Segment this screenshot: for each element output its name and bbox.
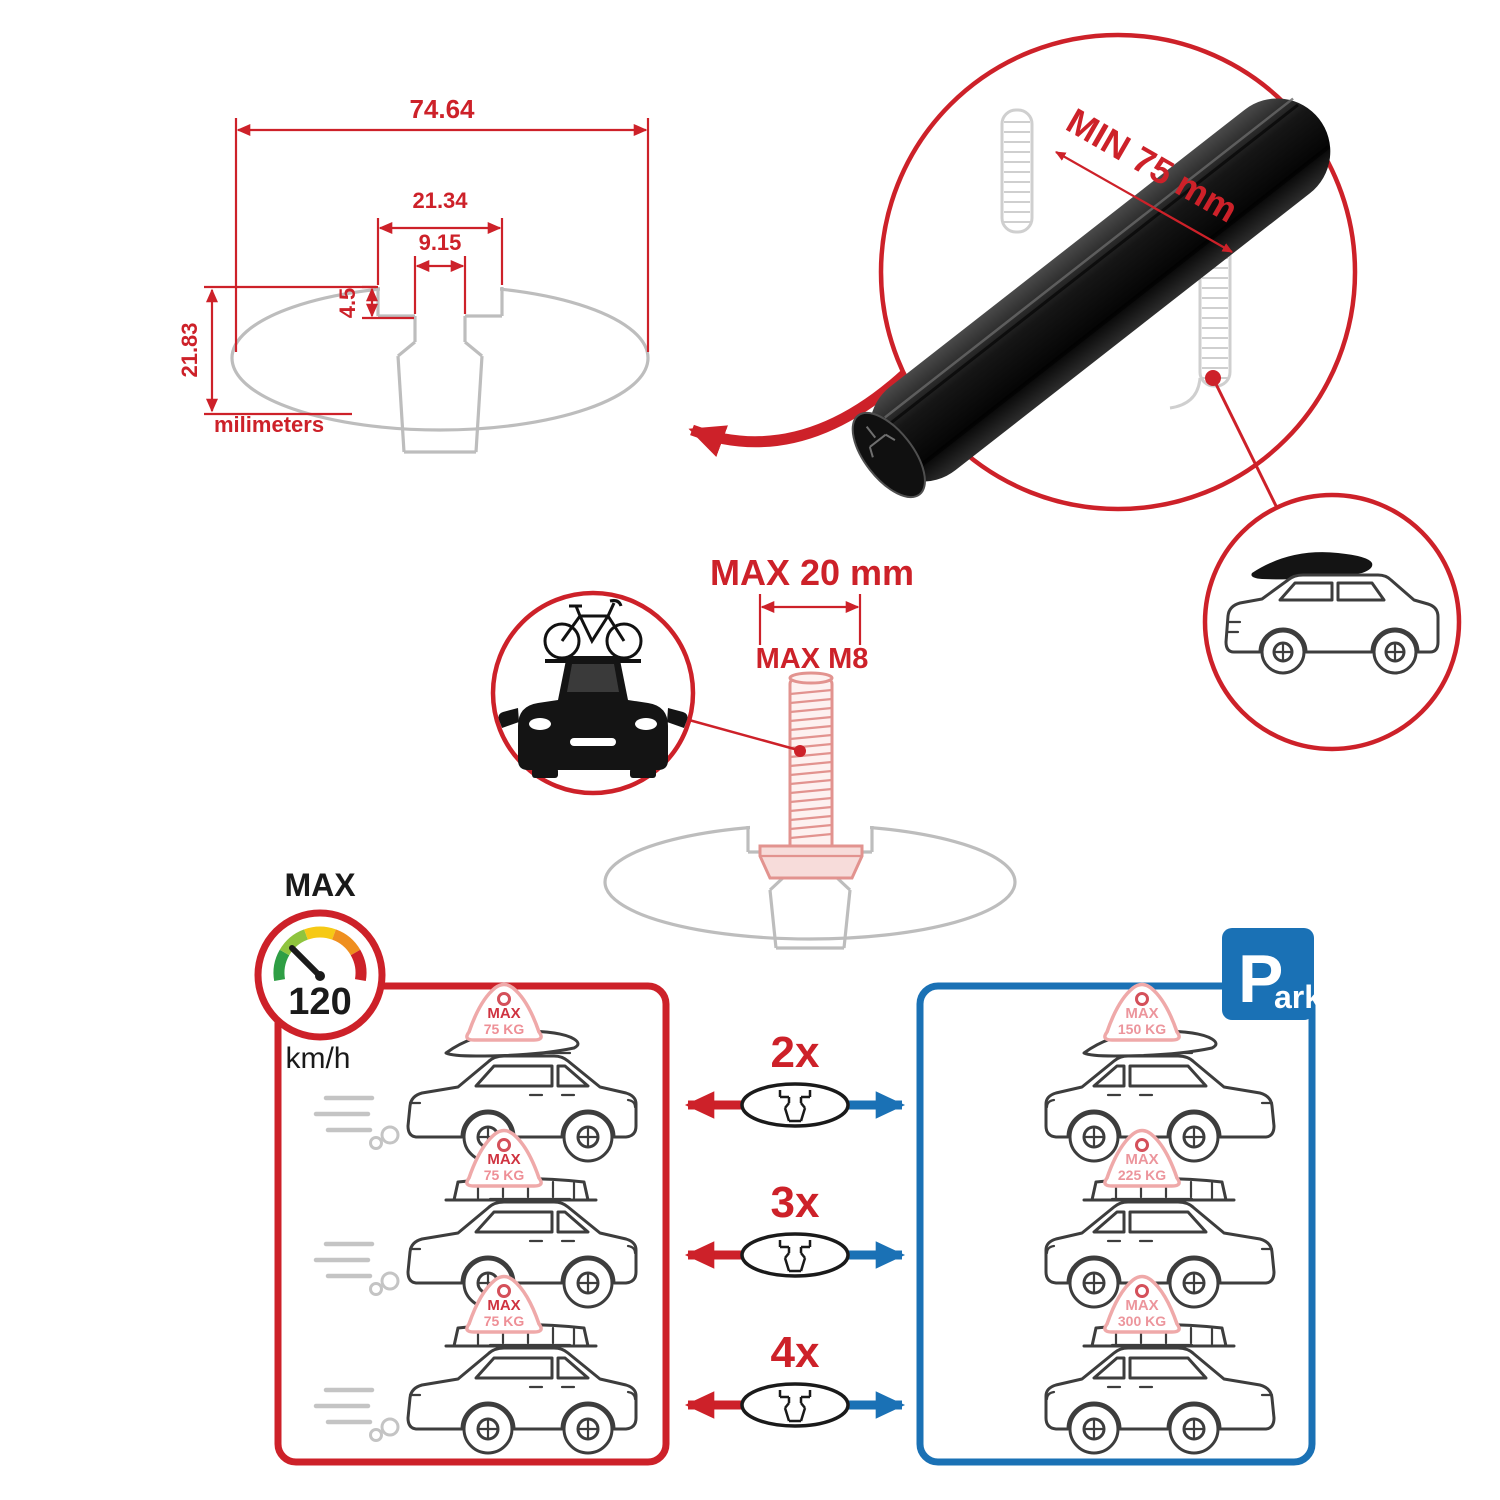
speed-title: MAX: [284, 867, 356, 903]
load-badge: MAX 150 KG: [1103, 982, 1181, 1042]
badge-max: MAX: [487, 1151, 520, 1168]
bolt-threads: [789, 688, 833, 840]
crossbar-count-row-1: 2x: [684, 1028, 906, 1128]
crossbar-count-row-3: 4x: [684, 1328, 906, 1428]
speedometer-needle: [289, 945, 323, 979]
bolt-detail: MAX 20 mm MAX M8: [603, 552, 1017, 950]
badge-weight: 300 KG: [1118, 1313, 1166, 1329]
load-badge: MAX 225 KG: [1103, 1128, 1181, 1188]
badge-weight: 75 KG: [484, 1167, 525, 1183]
badge-weight: 225 KG: [1118, 1167, 1166, 1183]
multiplier-label: 3x: [771, 1178, 820, 1227]
car-left-row-1: MAX 75 KG: [313, 982, 638, 1163]
dim-slot-inner: 9.15: [419, 230, 462, 255]
load-badge: MAX 75 KG: [465, 982, 543, 1042]
bolt-top: [788, 671, 834, 685]
bike-icon: [543, 599, 643, 660]
badge-max: MAX: [487, 1297, 520, 1314]
dim-total-width: 74.64: [409, 94, 475, 124]
badge-weight: 75 KG: [484, 1021, 525, 1037]
min-span-arrow: [1055, 151, 1233, 253]
dim-lip-depth: 4.5: [335, 288, 360, 319]
crossbar-count-row-2: 3x: [684, 1178, 906, 1278]
badge-max: MAX: [1125, 1151, 1158, 1168]
mounting-strap: [1000, 108, 1232, 410]
car-right-row-2: MAX 225 KG: [1044, 1128, 1276, 1309]
badge-max: MAX: [1125, 1005, 1158, 1022]
crossbar-icon: [740, 1382, 850, 1428]
speed-value: 120: [288, 981, 351, 1023]
bolt-thread-label: MAX M8: [756, 643, 869, 675]
speed-limit-badge: MAX 120 km/h: [254, 867, 386, 1075]
dim-height: 21.83: [177, 322, 202, 377]
multiplier-label: 4x: [771, 1328, 820, 1377]
leader-line-bolt: [688, 718, 799, 752]
multiplier-label: 2x: [771, 1028, 820, 1077]
badge-max: MAX: [1125, 1297, 1158, 1314]
callout-dot-bolt: [794, 745, 806, 757]
roof-box: [1251, 552, 1373, 580]
load-badge: MAX 300 KG: [1103, 1274, 1181, 1334]
crossbar-icon: [740, 1082, 850, 1128]
bolt-t-head: [758, 844, 864, 880]
car-right-row-1: MAX 150 KG: [1044, 982, 1276, 1163]
badge-max: MAX: [487, 1005, 520, 1022]
crossbar-detail-circle: MIN 75 mm: [851, 32, 1358, 512]
technical-drawing: 74.64 21.34 9.15 4.5 21.83 milimeters: [177, 94, 650, 454]
car-front-bike-circle: [490, 590, 696, 796]
speed-unit: km/h: [285, 1042, 350, 1075]
badge-weight: 75 KG: [484, 1313, 525, 1329]
leader-line-suv: [1211, 377, 1280, 511]
pointer-arrow: [688, 369, 909, 457]
unit-label: milimeters: [214, 412, 324, 437]
speedometer-gauge: [273, 926, 367, 982]
badge-weight: 150 KG: [1118, 1021, 1166, 1037]
car-left-row-3: MAX 75 KG: [313, 1274, 638, 1455]
park-sign: P ark: [1222, 928, 1322, 1020]
bolt-width-label: MAX 20 mm: [710, 552, 914, 593]
crossbar-icon: [740, 1232, 850, 1278]
load-badge: MAX 75 KG: [465, 1274, 543, 1334]
suv-roofbox-circle: [1202, 492, 1462, 752]
load-badge: MAX 75 KG: [465, 1128, 543, 1188]
park-letter: P: [1238, 941, 1283, 1017]
car-front-icon: [498, 656, 688, 778]
park-suffix: ark: [1274, 979, 1322, 1015]
dim-slot-outer: 21.34: [412, 188, 468, 213]
suv-body: [1224, 573, 1440, 675]
car-left-row-2: MAX 75 KG: [313, 1128, 638, 1309]
car-right-row-3: MAX 300 KG: [1044, 1274, 1276, 1455]
